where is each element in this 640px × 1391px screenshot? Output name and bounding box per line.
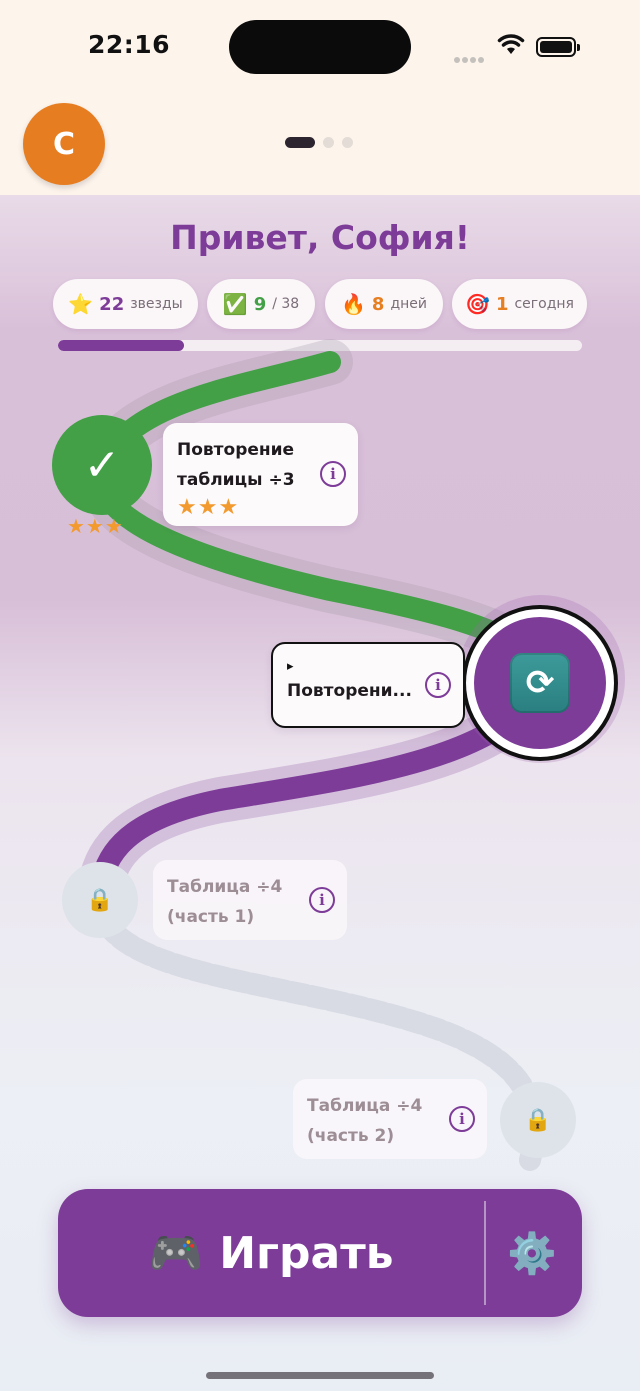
level-card-3[interactable]: Таблица ÷4 (часть 1) i bbox=[153, 860, 347, 940]
gear-icon: ⚙️ bbox=[507, 1230, 557, 1277]
info-icon[interactable]: i bbox=[425, 672, 451, 698]
play-bar: 🎮 Играть ⚙️ bbox=[58, 1189, 582, 1317]
lock-icon: 🔒 bbox=[524, 1107, 552, 1133]
status-bar: 22:16 bbox=[0, 0, 640, 95]
play-arrow-icon: ▸ bbox=[287, 659, 294, 674]
avatar[interactable]: С bbox=[23, 103, 105, 185]
stat-value: 8 bbox=[371, 293, 385, 315]
home-indicator[interactable] bbox=[206, 1372, 434, 1379]
stat-today: 🎯 1 сегодня bbox=[452, 279, 587, 329]
level-card-1[interactable]: Повторение таблицы ÷3 ★★★ i bbox=[163, 423, 358, 526]
battery-icon bbox=[536, 37, 580, 57]
level-title: Таблица ÷4 (часть 2) bbox=[307, 1096, 423, 1146]
target-icon: 🎯 bbox=[465, 292, 490, 316]
info-icon[interactable]: i bbox=[309, 887, 335, 913]
stat-label: звезды bbox=[130, 296, 183, 312]
settings-button[interactable]: ⚙️ bbox=[500, 1221, 564, 1285]
lock-icon: 🔒 bbox=[86, 887, 114, 913]
level-node-done[interactable]: ✓ bbox=[52, 415, 152, 515]
stat-completed: ✅ 9 / 38 bbox=[207, 279, 315, 329]
page-dot-2[interactable] bbox=[323, 137, 334, 148]
level-stars: ★★★ bbox=[177, 495, 240, 520]
stat-streak: 🔥 8 дней bbox=[325, 279, 443, 329]
play-button[interactable]: 🎮 Играть bbox=[58, 1189, 484, 1317]
play-label: Играть bbox=[219, 1227, 394, 1279]
fire-icon: 🔥 bbox=[341, 292, 366, 316]
stat-value: 1 bbox=[495, 293, 509, 315]
page-dot-3[interactable] bbox=[342, 137, 353, 148]
stat-label: / 38 bbox=[272, 296, 300, 312]
checkmark-icon: ✓ bbox=[83, 439, 121, 491]
wifi-icon bbox=[497, 34, 525, 54]
signal-icon bbox=[454, 48, 486, 67]
level-title: Повторени... bbox=[287, 681, 412, 701]
gamepad-icon: 🎮 bbox=[148, 1228, 204, 1279]
overall-progress-bar bbox=[58, 340, 582, 351]
greeting-title: Привет, София! bbox=[170, 218, 470, 257]
level-node-locked[interactable]: 🔒 bbox=[500, 1082, 576, 1158]
level-node-stars: ★★★ bbox=[67, 514, 124, 538]
divider bbox=[484, 1201, 486, 1305]
level-title: Повторение таблицы ÷3 bbox=[177, 440, 295, 490]
stat-value: 9 bbox=[253, 293, 267, 315]
level-node-current[interactable]: ⟳ bbox=[462, 605, 618, 761]
repeat-icon: ⟳ bbox=[510, 653, 570, 713]
level-node-current-inner: ⟳ bbox=[474, 617, 606, 749]
app-header: С bbox=[0, 95, 640, 195]
clock: 22:16 bbox=[88, 30, 171, 59]
level-node-locked[interactable]: 🔒 bbox=[62, 862, 138, 938]
level-card-2[interactable]: ▸ Повторени... i bbox=[271, 642, 465, 728]
info-icon[interactable]: i bbox=[449, 1106, 475, 1132]
stat-label: дней bbox=[390, 296, 427, 312]
info-icon[interactable]: i bbox=[320, 461, 346, 487]
star-icon: ⭐ bbox=[68, 292, 94, 316]
level-title: Таблица ÷4 (часть 1) bbox=[167, 877, 283, 927]
progress-fill bbox=[58, 340, 184, 351]
stat-label: сегодня bbox=[514, 296, 574, 312]
stat-value: 22 bbox=[99, 293, 125, 315]
check-icon: ✅ bbox=[222, 292, 248, 316]
page-indicator[interactable] bbox=[285, 137, 353, 148]
stat-stars: ⭐ 22 звезды bbox=[53, 279, 198, 329]
page-dot-1[interactable] bbox=[285, 137, 315, 148]
level-card-4[interactable]: Таблица ÷4 (часть 2) i bbox=[293, 1079, 487, 1159]
dynamic-island bbox=[229, 20, 411, 74]
